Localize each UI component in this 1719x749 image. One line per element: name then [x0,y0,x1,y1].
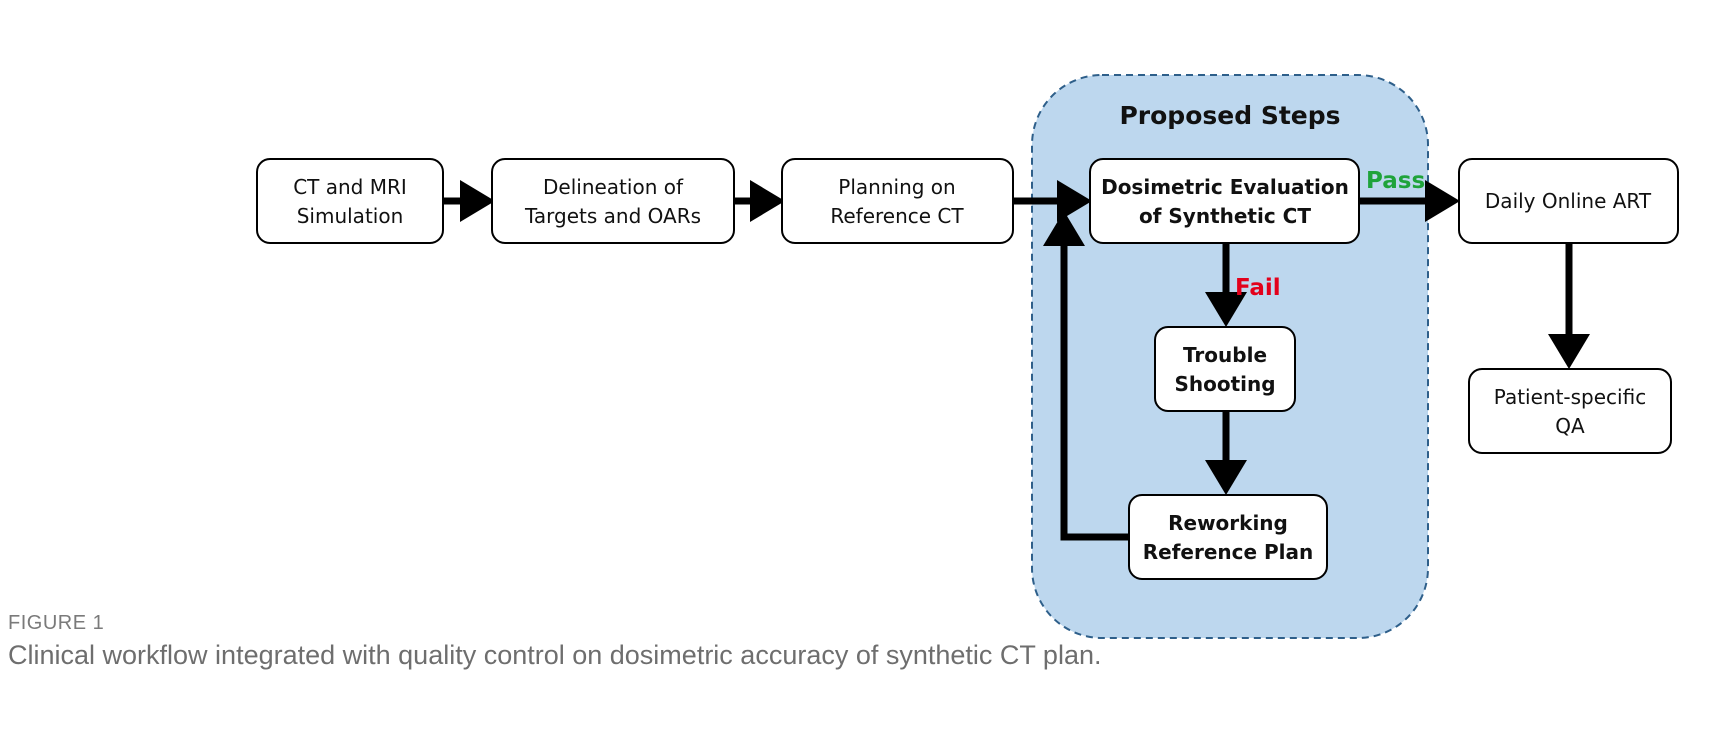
figure-label: FIGURE 1 [8,612,105,634]
node-planning-reference-line2: Reference CT [830,204,964,228]
node-patient-qa: Patient-specific QA [1468,368,1672,454]
figure-caption: Clinical workflow integrated with qualit… [8,640,1102,670]
arrow-reworking-loop-back [1043,211,1129,541]
node-daily-online-art: Daily Online ART [1458,158,1679,244]
node-ct-mri-simulation-line2: Simulation [297,204,404,228]
node-delineation-line1: Delineation of [543,175,684,199]
node-dosimetric-evaluation-line2: of Synthetic CT [1139,204,1311,228]
node-delineation: Delineation of Targets and OARs [491,158,735,244]
node-patient-qa-line1: Patient-specific [1494,385,1646,409]
node-delineation-line2: Targets and OARs [524,204,701,228]
pass-label: Pass [1366,168,1425,194]
node-trouble-shooting-line2: Shooting [1174,372,1275,396]
node-planning-reference: Planning on Reference CT [781,158,1014,244]
fail-label: Fail [1235,275,1281,301]
node-ct-mri-simulation-line1: CT and MRI [293,175,407,199]
proposed-steps-title: Proposed Steps [1119,101,1340,130]
node-reworking-plan-line1: Reworking [1168,511,1288,535]
node-trouble-shooting-line1: Trouble [1183,343,1267,367]
node-patient-qa-line2: QA [1555,414,1585,438]
node-daily-online-art-label: Daily Online ART [1485,189,1652,213]
node-planning-reference-line1: Planning on [838,175,955,199]
node-ct-mri-simulation: CT and MRI Simulation [256,158,444,244]
node-dosimetric-evaluation-line1: Dosimetric Evaluation [1101,175,1349,199]
node-reworking-plan: Reworking Reference Plan [1128,494,1328,580]
node-trouble-shooting: Trouble Shooting [1154,326,1296,412]
node-dosimetric-evaluation: Dosimetric Evaluation of Synthetic CT [1089,158,1360,244]
node-reworking-plan-line2: Reference Plan [1143,540,1314,564]
